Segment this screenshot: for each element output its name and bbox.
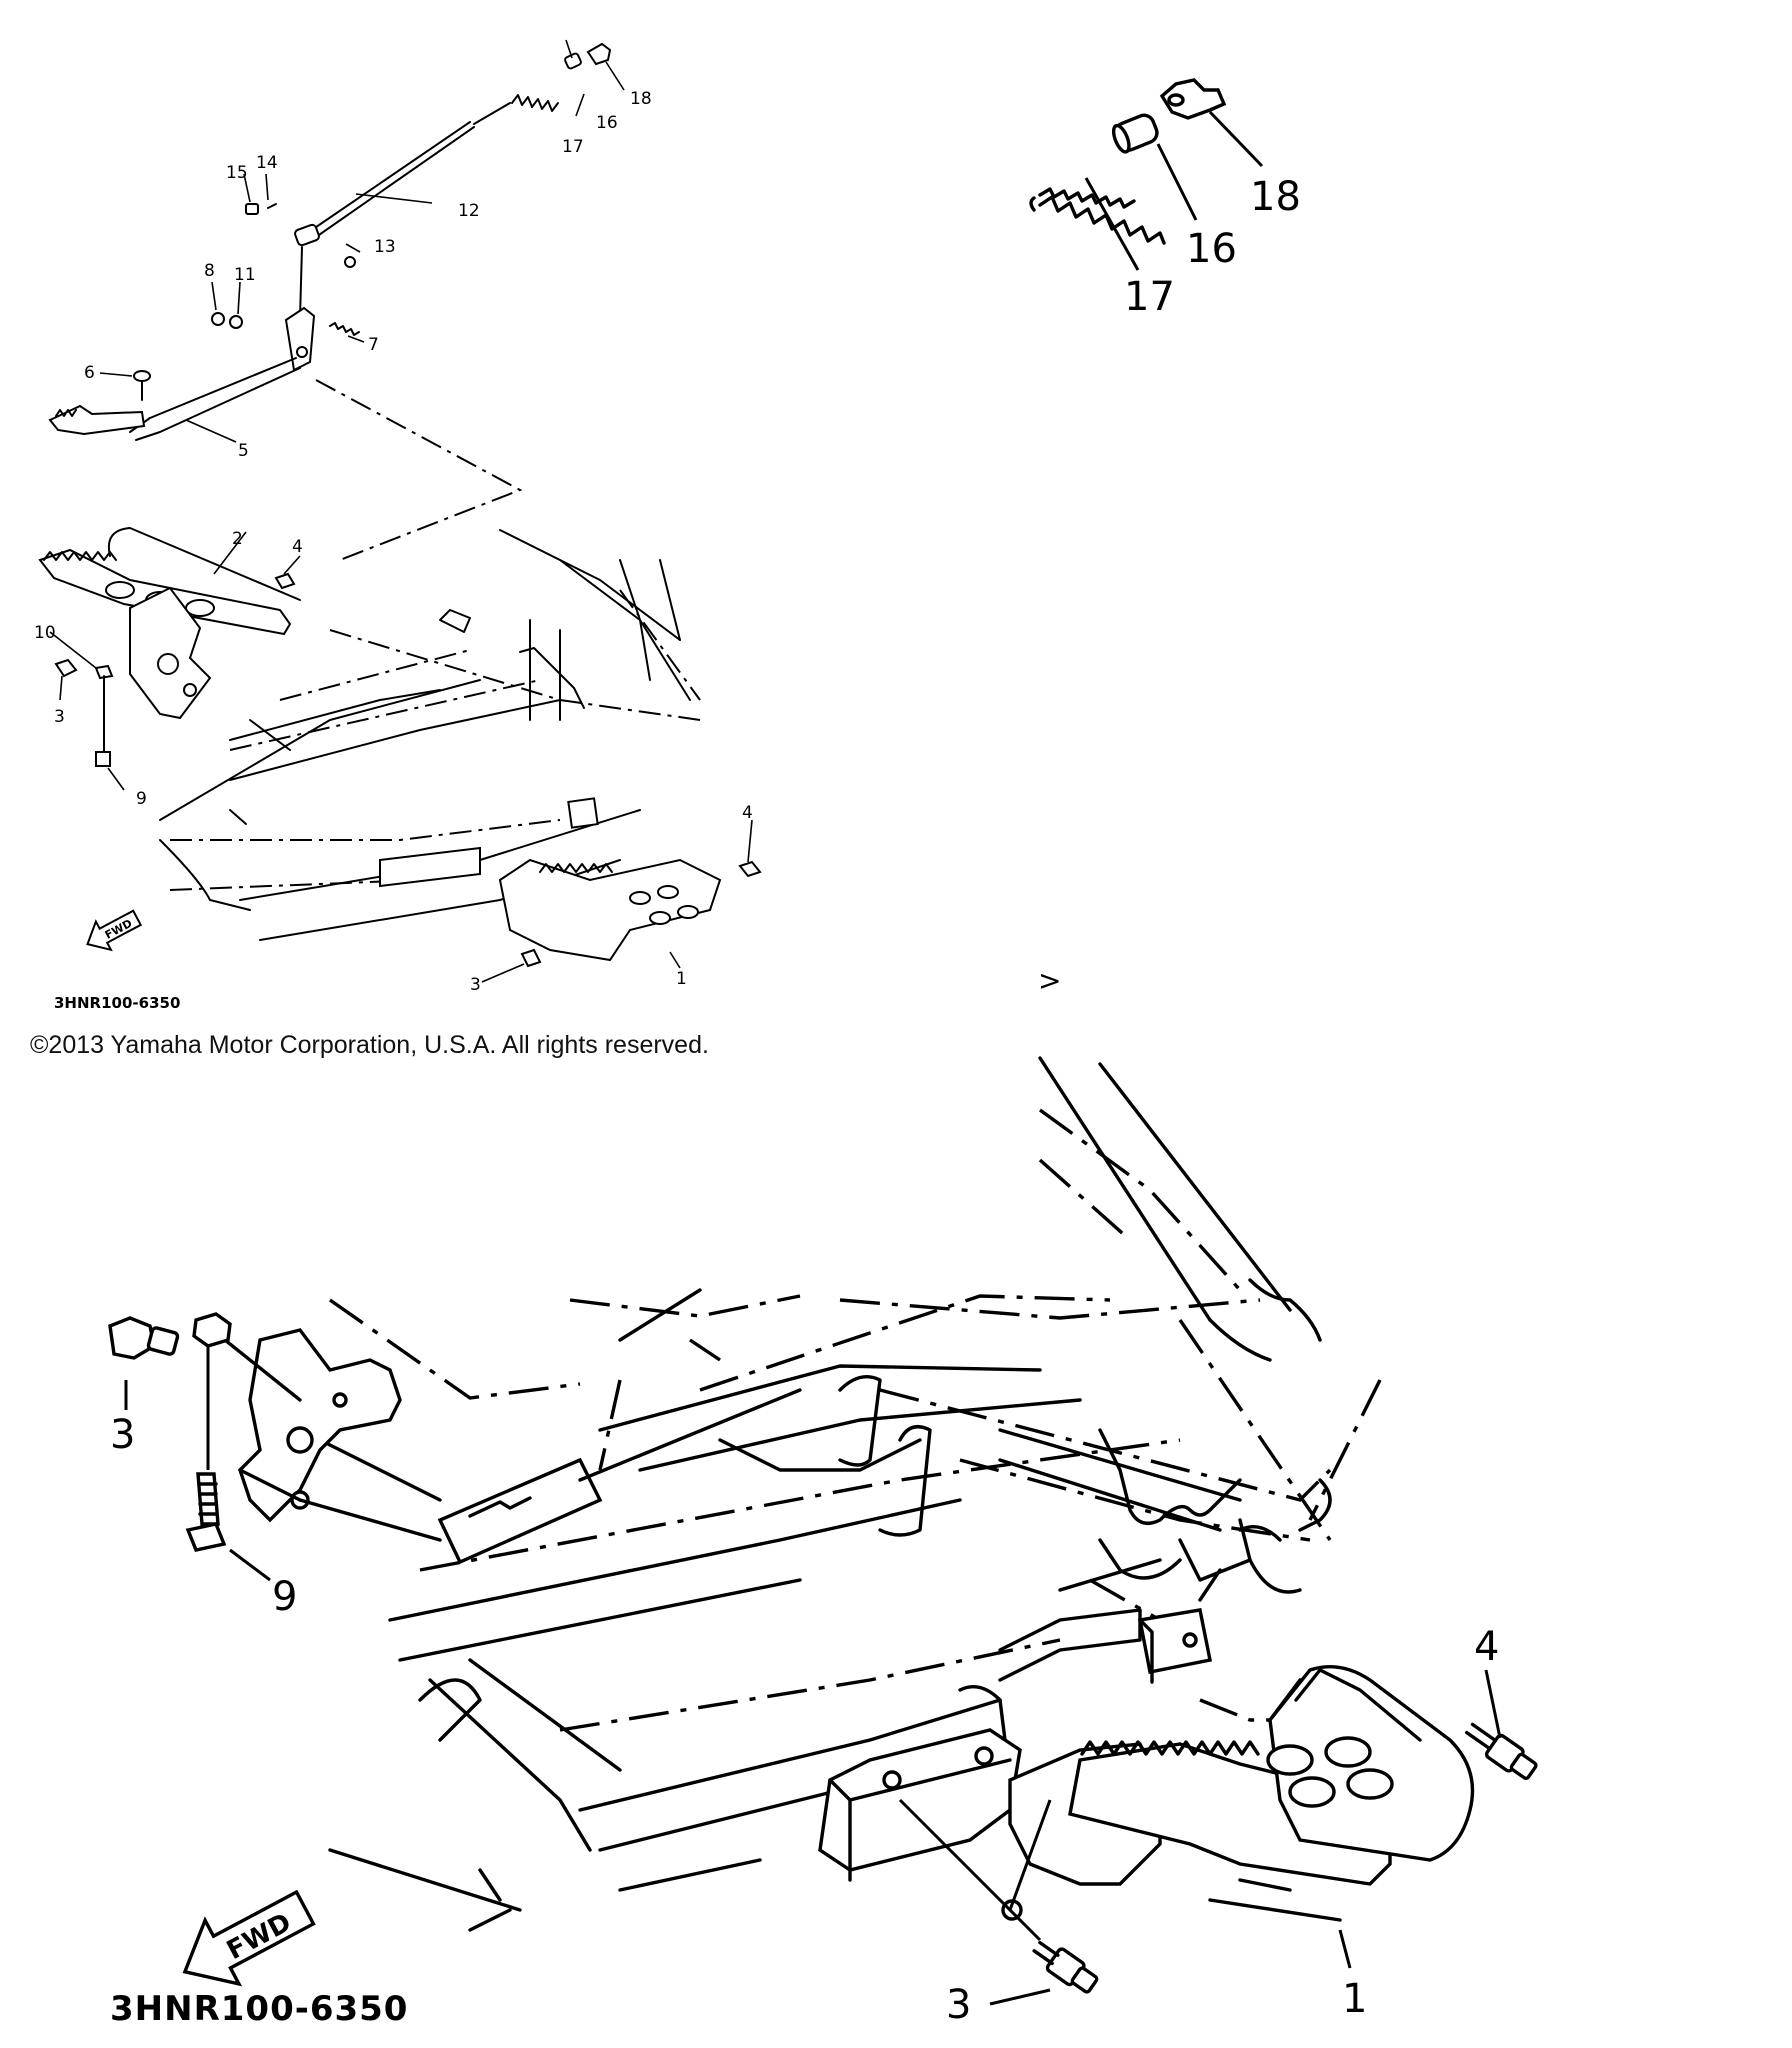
fwd-arrow-large: FWD: [182, 1889, 316, 1987]
overview-callouts: 18 16 17 12 13 14 15 8 11 7 6 5 2 4 10 3…: [34, 89, 753, 995]
callout-1: 1: [1342, 1976, 1367, 2022]
callout-3: 3: [470, 975, 481, 995]
nut-upper: [192, 1312, 232, 1348]
callout-16: 16: [1186, 226, 1237, 272]
reference-code: 3HNR100-6350: [110, 1989, 408, 2029]
overview-frame: [159, 379, 701, 941]
overview-leaders: [49, 39, 753, 983]
brake-pedal-assembly: [48, 203, 360, 441]
callout-16: 16: [596, 113, 618, 133]
callout-17: 17: [562, 137, 584, 157]
callout-5: 5: [238, 441, 249, 461]
left-footrest: [38, 527, 301, 767]
callout-15: 15: [226, 163, 248, 183]
callout-9: 9: [136, 789, 147, 809]
brake-cable: [299, 42, 612, 245]
bolt-3-upper: [108, 1316, 180, 1360]
callout-17: 17: [1124, 274, 1175, 320]
callout-13: 13: [374, 237, 396, 257]
callout-4: 4: [292, 537, 303, 557]
callout-9: 9: [272, 1574, 297, 1620]
callout-8: 8: [204, 261, 215, 281]
overview-diagram: 18 16 17 12 13 14 15 8 11 7 6 5 2 4 10 3…: [34, 39, 762, 1012]
callout-18: 18: [630, 89, 652, 109]
callout-3: 3: [946, 1982, 971, 2028]
right-footrest: [498, 858, 762, 968]
callout-1: 1: [676, 969, 687, 989]
callout-4: 4: [1474, 1624, 1499, 1670]
callout-4: 4: [742, 803, 753, 823]
callout-3: 3: [54, 707, 65, 727]
detail-cable-end: 18 16 17: [1029, 78, 1301, 320]
copyright-notice: ©2013 Yamaha Motor Corporation, U.S.A. A…: [30, 1031, 709, 1059]
callout-3: 3: [110, 1412, 135, 1458]
callout-7: 7: [368, 335, 379, 355]
callout-12: 12: [458, 201, 480, 221]
detail-mark: >: [1038, 964, 1061, 997]
detail-frame-footrest: 3 9 4 1 3 FWD 3HNR100-6350: [108, 1056, 1538, 2029]
callout-6: 6: [84, 363, 95, 383]
callout-18: 18: [1250, 174, 1301, 220]
callout-14: 14: [256, 153, 278, 173]
reference-code: 3HNR100-6350: [54, 994, 180, 1012]
bolt-9: [185, 1472, 227, 1552]
fwd-arrow-small: FWD: [86, 909, 143, 952]
callout-11: 11: [234, 265, 256, 285]
callout-10: 10: [34, 623, 56, 643]
callout-2: 2: [232, 529, 243, 549]
